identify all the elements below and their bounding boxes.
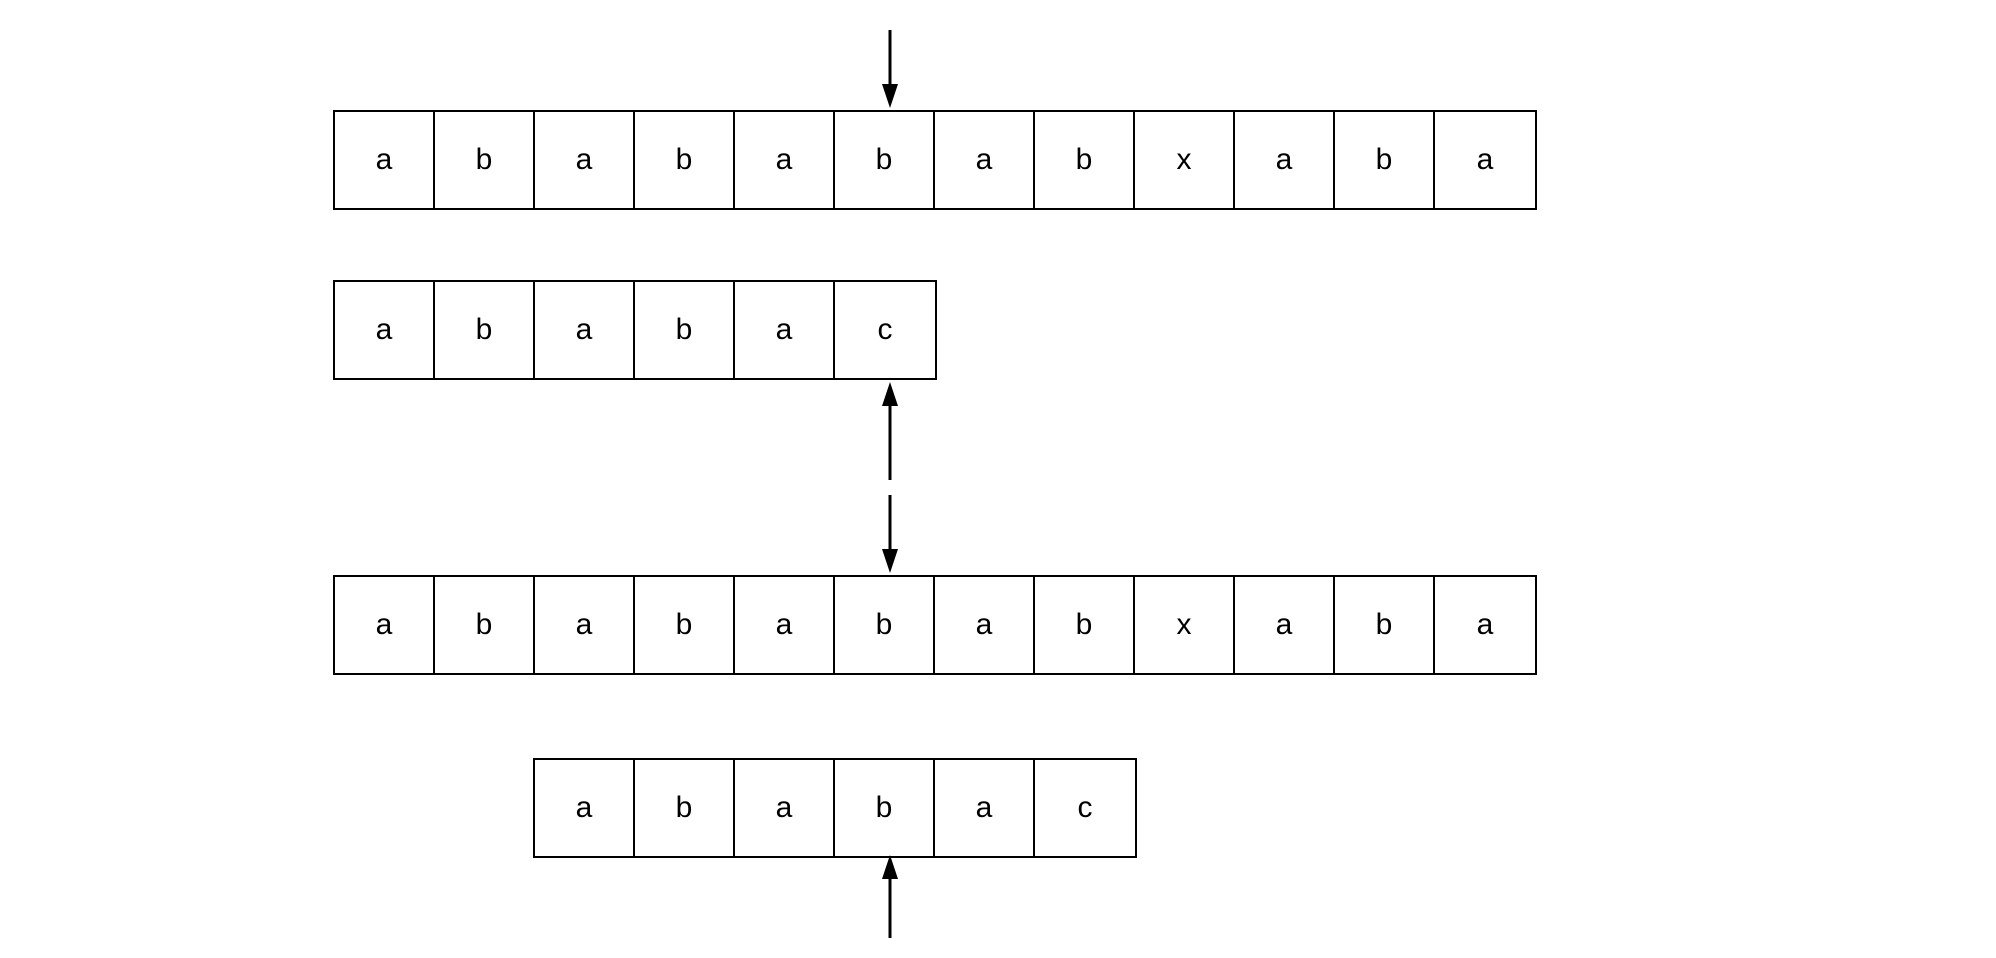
cell[interactable]: a — [335, 577, 435, 673]
cell[interactable]: b — [635, 760, 735, 856]
cell[interactable]: x — [1135, 112, 1235, 208]
cell[interactable]: a — [935, 577, 1035, 673]
cell[interactable]: x — [1135, 577, 1235, 673]
cell[interactable]: b — [1335, 577, 1435, 673]
cell[interactable]: a — [735, 282, 835, 378]
cell[interactable]: a — [1235, 577, 1335, 673]
cell[interactable]: b — [835, 760, 935, 856]
cell[interactable]: b — [1035, 112, 1135, 208]
pattern-pointer-arrow-lower — [870, 855, 910, 938]
cell[interactable]: a — [1235, 112, 1335, 208]
cell[interactable]: c — [1035, 760, 1135, 856]
cell[interactable]: a — [335, 282, 435, 378]
cell[interactable]: b — [1035, 577, 1135, 673]
cell[interactable]: a — [735, 112, 835, 208]
cell[interactable]: c — [835, 282, 935, 378]
text-pointer-arrow-middle — [870, 495, 910, 573]
cell[interactable]: b — [1335, 112, 1435, 208]
cell[interactable]: a — [535, 760, 635, 856]
cell[interactable]: a — [735, 760, 835, 856]
cell[interactable]: b — [635, 112, 735, 208]
cell[interactable]: a — [535, 282, 635, 378]
cell[interactable]: b — [835, 577, 935, 673]
cell[interactable]: a — [535, 112, 635, 208]
cell[interactable]: a — [935, 760, 1035, 856]
cell[interactable]: b — [635, 282, 735, 378]
cell[interactable]: a — [1435, 112, 1535, 208]
cell[interactable]: a — [1435, 577, 1535, 673]
cell[interactable]: b — [635, 577, 735, 673]
cell[interactable]: b — [435, 282, 535, 378]
pattern-pointer-arrow-upper — [870, 382, 910, 480]
cell[interactable]: a — [335, 112, 435, 208]
text-pointer-arrow-top — [870, 30, 910, 108]
cell[interactable]: a — [735, 577, 835, 673]
cell[interactable]: b — [435, 112, 535, 208]
cell[interactable]: a — [935, 112, 1035, 208]
cell[interactable]: b — [435, 577, 535, 673]
cell[interactable]: a — [535, 577, 635, 673]
cell[interactable]: b — [835, 112, 935, 208]
